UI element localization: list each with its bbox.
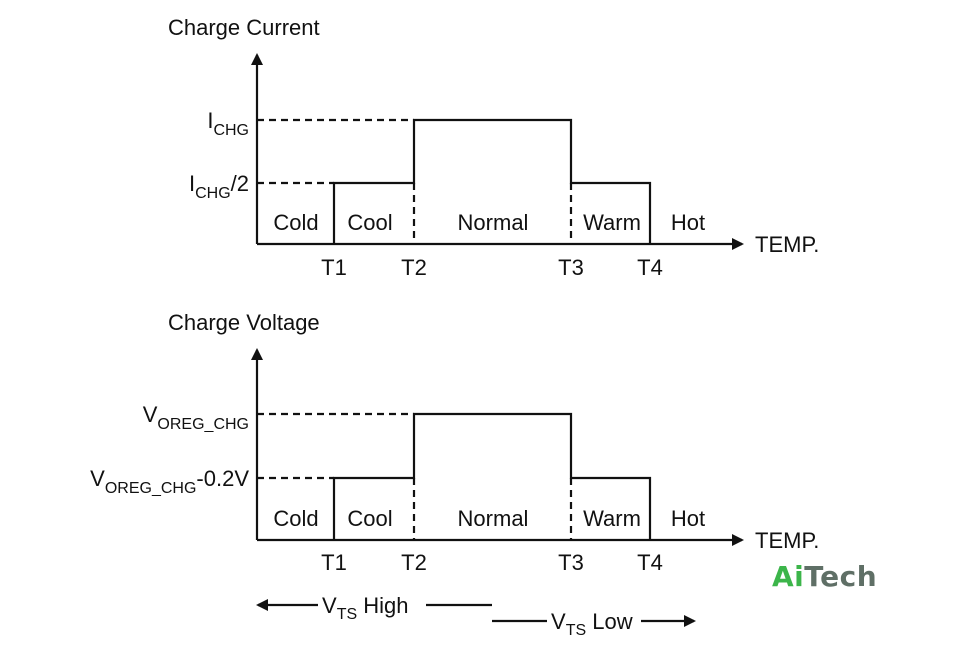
voltage-tick-t3: T3: [558, 550, 584, 575]
voltage-profile-trace: [332, 412, 652, 540]
current-tick-t1: T1: [321, 255, 347, 280]
voltage-region-warm: Warm: [583, 506, 641, 531]
aitech-watermark-logo: AiTech: [772, 560, 878, 593]
voltage-region-cold: Cold: [273, 506, 318, 531]
current-x-axis-title: TEMP.: [755, 232, 819, 257]
current-tick-t2: T2: [401, 255, 427, 280]
current-tick-t4: T4: [637, 255, 663, 280]
current-region-cool: Cool: [347, 210, 392, 235]
current-region-warm: Warm: [583, 210, 641, 235]
vts-low-range: VTS Low: [492, 609, 696, 639]
vts-low-label: VTS Low: [551, 609, 633, 639]
voltage-y-axis-title: Charge Voltage: [168, 310, 320, 335]
voltage-x-axis-title: TEMP.: [755, 528, 819, 553]
vts-high-label: VTS High: [322, 593, 409, 623]
charge-voltage-chart: Charge Voltage TEMP. VOREG_CHG VOREG_CHG…: [90, 310, 819, 575]
charge-current-chart: Charge Current TEMP. ICHG ICHG/2 Cold Co…: [168, 15, 819, 280]
voltage-tick-t2: T2: [401, 550, 427, 575]
voltage-level-high-label: VOREG_CHG: [143, 402, 249, 433]
current-level-low-label: ICHG/2: [189, 171, 249, 202]
current-y-axis-title: Charge Current: [168, 15, 320, 40]
voltage-tick-t1: T1: [321, 550, 347, 575]
vts-high-range: VTS High: [256, 593, 492, 623]
current-tick-t3: T3: [558, 255, 584, 280]
voltage-region-cool: Cool: [347, 506, 392, 531]
voltage-region-normal: Normal: [458, 506, 529, 531]
voltage-region-hot: Hot: [671, 506, 705, 531]
current-region-cold: Cold: [273, 210, 318, 235]
current-region-normal: Normal: [458, 210, 529, 235]
voltage-tick-t4: T4: [637, 550, 663, 575]
voltage-level-low-label: VOREG_CHG-0.2V: [90, 466, 249, 497]
current-region-hot: Hot: [671, 210, 705, 235]
current-level-high-label: ICHG: [207, 108, 249, 139]
current-profile-trace: [332, 118, 652, 244]
